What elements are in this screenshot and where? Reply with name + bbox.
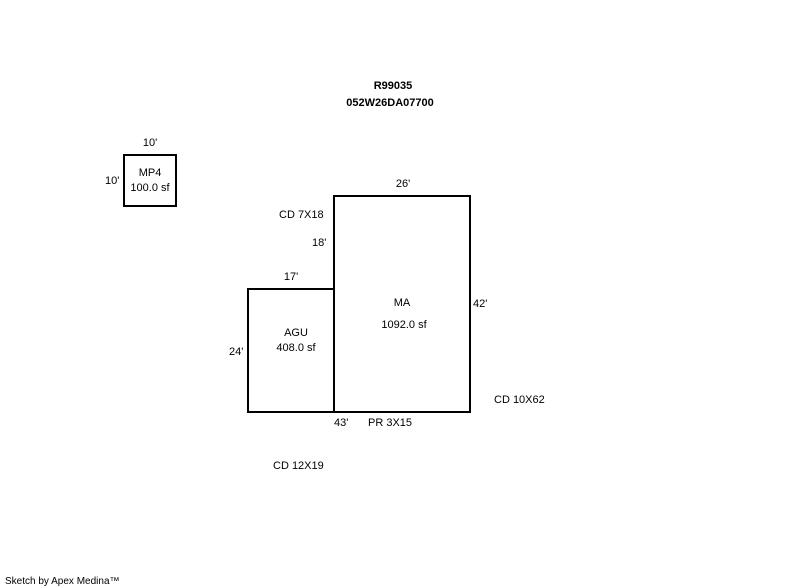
mp4-code: MP4: [138, 167, 162, 179]
agu-area: 408.0 sf: [276, 342, 316, 354]
ma-area: 1092.0 sf: [381, 319, 427, 331]
area-agu: [247, 288, 335, 413]
ma-side: 18': [312, 237, 327, 249]
cd-label-2: CD 10X62: [494, 394, 545, 406]
mp4-width: 10': [142, 137, 158, 149]
ma-height: 42': [473, 298, 488, 310]
parcel-id: 052W26DA07700: [346, 97, 434, 109]
mp4-height: 10': [105, 175, 120, 187]
agu-width: 17': [283, 271, 299, 283]
ma-width: 26': [395, 178, 411, 190]
agu-height: 24': [229, 346, 244, 358]
ma-code: MA: [393, 297, 411, 309]
mp4-area: 100.0 sf: [130, 182, 170, 194]
pr-label: PR 3X15: [368, 417, 413, 429]
area-mp4: [123, 154, 177, 207]
record-id: R99035: [373, 80, 413, 92]
bottom-dim: 43': [334, 417, 349, 429]
agu-code: AGU: [284, 327, 308, 339]
footer-credit: Sketch by Apex Medina™: [5, 576, 120, 587]
cd-label-3: CD 12X19: [273, 460, 324, 472]
cd-label-1: CD 7X18: [279, 209, 324, 221]
